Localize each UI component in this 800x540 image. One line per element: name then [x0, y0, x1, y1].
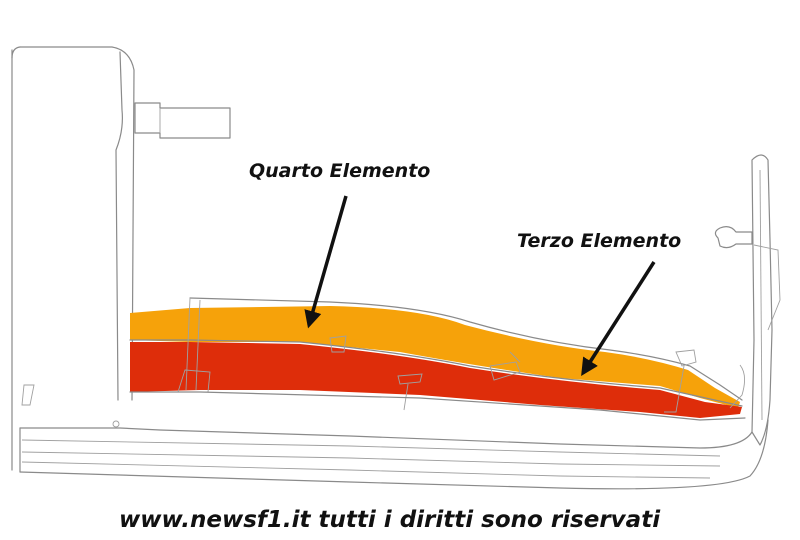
element-outlines	[129, 297, 743, 413]
fourth-element-label: Quarto Elemento	[249, 160, 430, 182]
mounting-bracket	[134, 102, 231, 139]
third-element-label: Terzo Elemento	[517, 230, 681, 252]
left-bodywork-outline	[11, 46, 135, 471]
watermark-caption: www.newsf1.it tutti i diritti sono riser…	[119, 507, 661, 533]
fourth-element-arrow	[304, 195, 348, 329]
third-element-flap	[130, 342, 742, 418]
third-element-arrow	[581, 261, 656, 376]
main-plane	[19, 391, 769, 490]
right-endplate	[714, 154, 781, 446]
fourth-element-flap	[130, 306, 740, 408]
